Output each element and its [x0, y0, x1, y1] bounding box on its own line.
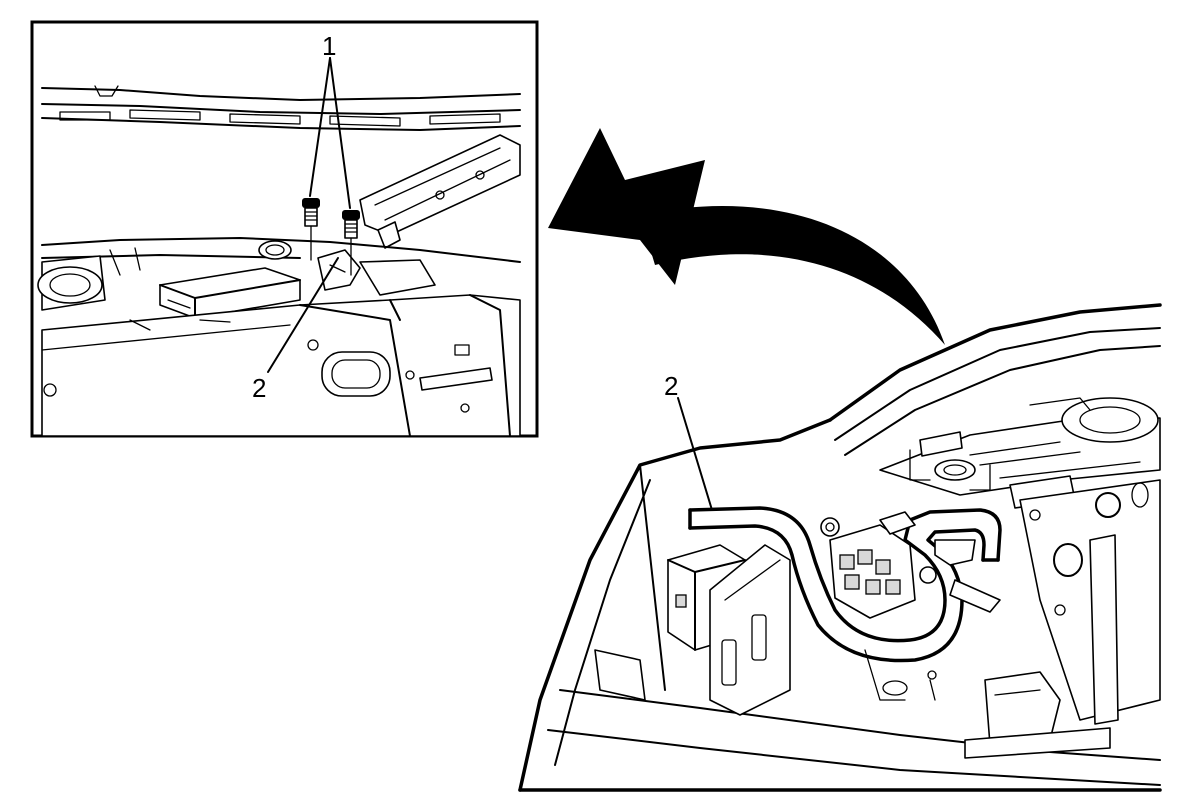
inset-leader-1a — [309, 57, 331, 197]
relay-block — [820, 517, 916, 619]
arrow-shaft — [640, 205, 945, 345]
package-tray — [879, 397, 1161, 509]
inset-front-panel — [41, 294, 521, 436]
inset-callout-2: 2 — [252, 373, 266, 403]
main-leader-2 — [677, 397, 713, 511]
trunk-body-outline — [518, 303, 1162, 792]
arrow-head — [548, 128, 705, 285]
wiring-harness — [688, 449, 1002, 701]
curved-arrow — [548, 128, 945, 345]
inset-strut — [359, 134, 521, 249]
inset-bolt-left — [302, 198, 320, 261]
main-callout-2: 2 — [664, 371, 678, 401]
harness-outline — [688, 506, 1002, 643]
inset-bracket — [317, 249, 436, 296]
left-module — [594, 544, 791, 716]
inset-shelf — [37, 237, 521, 311]
inset-callout-1: 1 — [322, 31, 336, 61]
inset-module-box — [159, 267, 301, 319]
inset-leader-1b — [329, 57, 351, 209]
inset-detail-view: 1 2 — [30, 20, 539, 438]
vehicle-trunk-view: 2 — [518, 303, 1162, 792]
right-side-panel — [964, 479, 1161, 759]
inset-rear-panel — [41, 85, 521, 131]
inset-bolt-right — [342, 210, 360, 276]
inset-leader-2 — [267, 257, 339, 373]
